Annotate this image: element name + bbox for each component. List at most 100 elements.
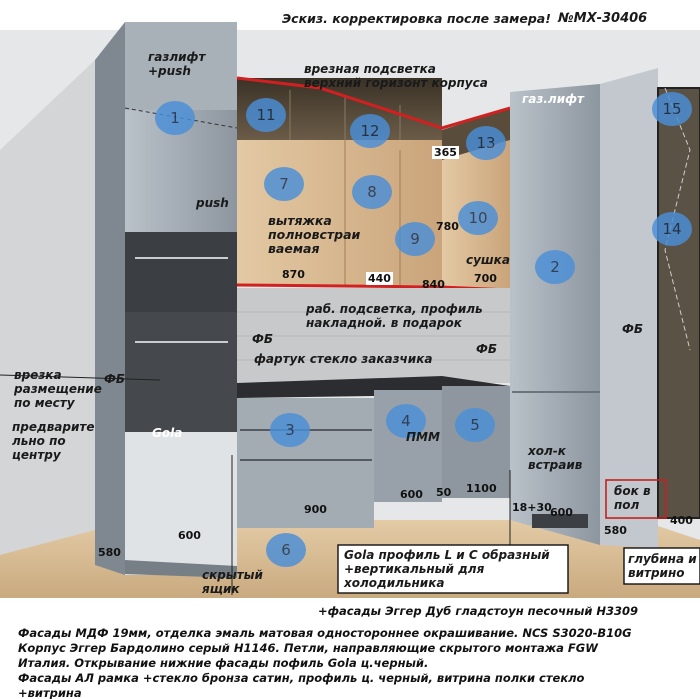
label-fb-3: ФБ: [104, 372, 126, 386]
label-line: по месту: [14, 396, 75, 410]
label-line: встраив: [528, 458, 583, 472]
marker-12: 12: [350, 114, 390, 148]
label-line: ящик: [202, 582, 240, 596]
label-line: раб. подсветка, профиль: [306, 302, 483, 316]
marker-5: 5: [455, 408, 495, 442]
dim-780: 780: [436, 220, 459, 233]
dim-400: 400: [670, 514, 693, 527]
label-gaslift-push: газлифт +push: [148, 50, 205, 78]
label-line: накладной. в подарок: [306, 316, 462, 330]
label-line: витрино: [628, 566, 685, 580]
note-facade-mdf: Фасады МДФ 19мм, отделка эмаль матовая о…: [18, 626, 632, 640]
dim-18-30: 18+30: [512, 501, 552, 514]
label-side-floor: бок в пол: [614, 484, 651, 512]
dim-50: 50: [436, 486, 452, 499]
label-push: push: [196, 196, 229, 210]
depth-box: [623, 547, 700, 585]
header-title: Эскиз. корректировка после замера!: [282, 11, 551, 26]
label-fb-1: ФБ: [252, 332, 274, 346]
label-line: холодильника: [344, 576, 445, 590]
label-line: льно по: [12, 434, 66, 448]
marker-6: 6: [266, 533, 306, 567]
label-work-light: раб. подсветка, профиль накладной. в под…: [306, 302, 483, 330]
marker-2: 2: [535, 250, 575, 284]
tall-cabinet-side: [95, 22, 125, 575]
dim-580-right: 580: [604, 524, 627, 537]
corner-base: [442, 386, 510, 498]
marker-1: 1: [155, 101, 195, 135]
label-dryer: сушка: [466, 253, 510, 267]
label-hood: вытяжка полновстраи ваемая: [268, 214, 360, 256]
notes-panel: [0, 598, 700, 699]
label-gaslift-right: газ.лифт: [522, 92, 584, 106]
marker-14: 14: [652, 212, 692, 246]
label-prelim: предварите льно по центру: [12, 420, 95, 462]
label-depth: глубина и витрино: [628, 552, 697, 580]
label-apron: фартук стекло заказчика: [254, 352, 433, 366]
label-line: +push: [148, 64, 191, 78]
note-showcase: +витрина: [18, 686, 82, 699]
label-line: хол-к: [528, 444, 566, 458]
dim-900: 900: [304, 503, 327, 516]
marker-11: 11: [246, 98, 286, 132]
marker-7: 7: [264, 167, 304, 201]
marker-4: 4: [386, 404, 426, 438]
note-opening: Италия. Открывание нижние фасады пофиль …: [18, 656, 429, 670]
oven-1: [125, 232, 237, 312]
showcase-frame: [657, 87, 700, 519]
oven-2: [125, 312, 237, 432]
label-line: центру: [12, 448, 61, 462]
label-line: Gola профиль L и С образный: [344, 548, 550, 562]
label-pmm: ПММ: [406, 430, 440, 444]
label-gola: Gola: [152, 426, 183, 440]
marker-8: 8: [352, 175, 392, 209]
label-line: верхний горизонт корпуса: [304, 76, 488, 90]
label-line: полновстраи: [268, 227, 361, 242]
gola-profile-box: [337, 544, 569, 594]
wood-doors-left: [237, 140, 442, 285]
dim-600-left: 600: [178, 529, 201, 542]
dim-1100: 1100: [466, 482, 497, 495]
marker-leader-left: [0, 374, 161, 381]
label-fridge: хол-к встраив: [528, 444, 582, 472]
fridge-column: [510, 84, 600, 545]
label-line: газлифт: [148, 50, 206, 64]
label-gola-profile: Gola профиль L и С образный +вертикальны…: [344, 548, 550, 590]
dim-700: 700: [474, 272, 497, 285]
label-insert: врезка размещение по месту: [14, 368, 102, 410]
label-hidden-drawer: скрытый ящик: [202, 568, 263, 596]
tall-cabinet-lower: [125, 432, 237, 575]
marker-15: 15: [652, 92, 692, 126]
label-line: скрытый: [202, 568, 263, 582]
note-al-frame: Фасады АЛ рамка +стекло бронза сатин, пр…: [18, 671, 585, 685]
label-line: врезная подсветка: [304, 62, 436, 76]
dim-840: 840: [422, 278, 445, 291]
dim-365: 365: [432, 146, 459, 159]
note-body: Корпус Эггер Бардолино серый Н1146. Петл…: [18, 641, 598, 655]
marker-9: 9: [395, 222, 435, 256]
marker-13: 13: [466, 126, 506, 160]
label-line: врезка: [14, 368, 62, 382]
dim-600-right: 600: [550, 506, 573, 519]
label-line: пол: [614, 498, 640, 512]
dim-580-left: 580: [98, 546, 121, 559]
label-line: +вертикальный для: [344, 562, 485, 576]
label-line: вытяжка: [268, 213, 332, 228]
dim-440: 440: [366, 272, 393, 285]
order-number: №МХ-30406: [558, 11, 648, 26]
fridge-column-side: [600, 68, 658, 548]
upper-lighting-line: [236, 76, 511, 130]
showcase: [658, 88, 700, 518]
note-facade-oak: +фасады Эггер Дуб гладстоун песочный Н33…: [318, 604, 639, 618]
left-plinth: [125, 560, 237, 578]
label-fb-4: ФБ: [622, 322, 644, 336]
marker-3: 3: [270, 413, 310, 447]
label-line: бок в: [614, 484, 651, 498]
fridge-vent: [532, 514, 588, 528]
label-fb-2: ФБ: [476, 342, 498, 356]
marker-10: 10: [458, 201, 498, 235]
left-wall-shade: [0, 60, 95, 555]
tall-cabinet-top: [125, 22, 237, 110]
label-line: размещение: [14, 382, 102, 396]
